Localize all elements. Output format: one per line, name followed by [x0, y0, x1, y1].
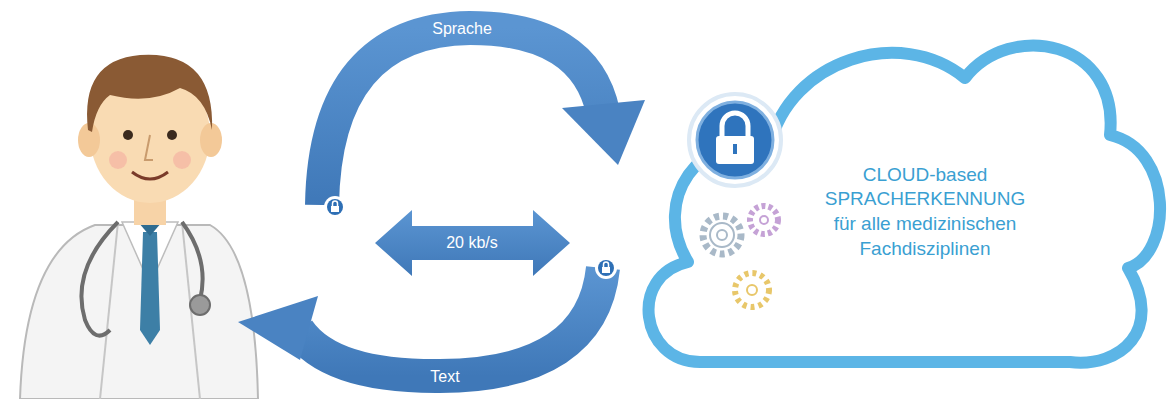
text-arrow	[238, 268, 603, 376]
lock-badge	[689, 94, 781, 186]
cloud-caption: CLOUD-based SPRACHERKENNUNG für alle med…	[819, 163, 1031, 262]
lock-icon	[324, 196, 346, 218]
arrow-label: Sprache	[432, 20, 492, 38]
double-arrow	[375, 210, 570, 276]
gear-icons	[703, 206, 778, 307]
lock-icon	[595, 257, 617, 279]
cloud-text-box: CLOUD-based SPRACHERKENNUNG für alle med…	[815, 159, 1035, 266]
cloud-outline	[649, 45, 1161, 362]
speech-arrow	[322, 28, 645, 205]
arrow-label: Text	[430, 368, 459, 386]
doctor-figure	[20, 55, 258, 399]
arrow-label: 20 kb/s	[446, 234, 498, 252]
